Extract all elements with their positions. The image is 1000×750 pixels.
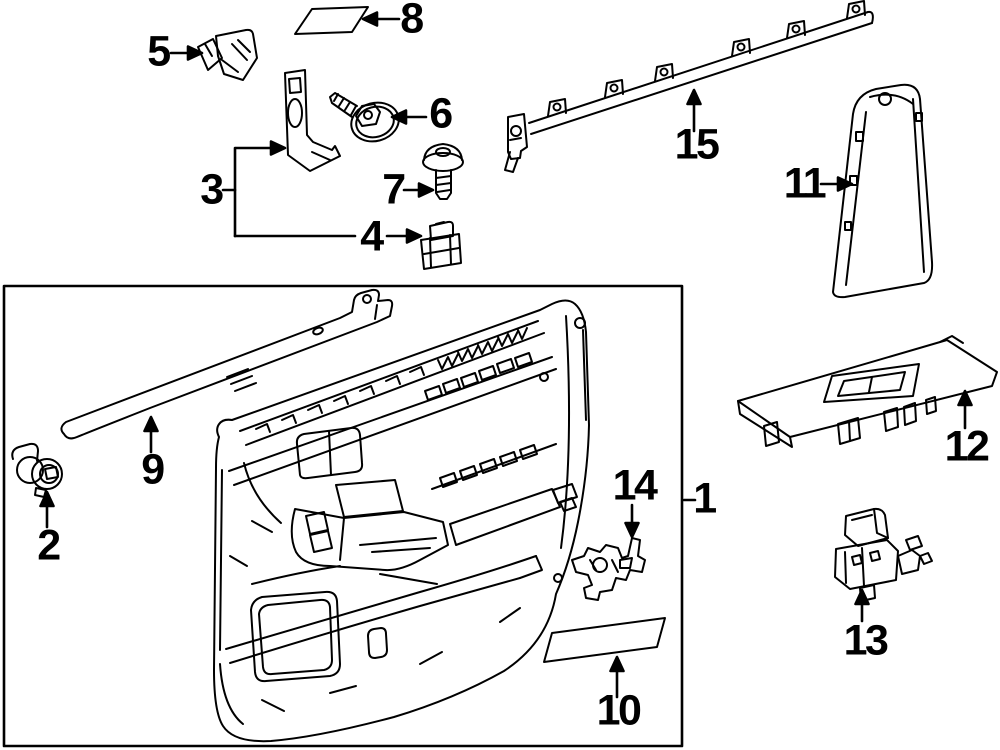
part-label-3: 3 bbox=[200, 165, 224, 214]
arrow-7 bbox=[402, 182, 435, 198]
arrow-12 bbox=[957, 389, 973, 430]
part-label-1: 1 bbox=[693, 474, 717, 523]
part-label-7: 7 bbox=[382, 165, 406, 214]
arrow-15 bbox=[686, 88, 702, 133]
part-label-12: 12 bbox=[944, 422, 990, 471]
part-label-2: 2 bbox=[37, 521, 61, 570]
part-10-pad bbox=[543, 617, 666, 663]
arrow-8 bbox=[361, 11, 401, 27]
callout-arrows bbox=[39, 11, 973, 699]
part-6-screw bbox=[329, 92, 400, 143]
part-14-bracket bbox=[571, 537, 646, 601]
part-label-5: 5 bbox=[147, 27, 171, 76]
arrow-2 bbox=[39, 490, 55, 529]
part-7-screw bbox=[422, 143, 464, 200]
part-15-retainer-strip bbox=[504, 0, 874, 173]
part-label-11: 11 bbox=[783, 159, 827, 208]
part-12-switch-bezel bbox=[737, 335, 998, 448]
door-trim-panel bbox=[213, 299, 590, 743]
arrow-4 bbox=[385, 228, 423, 244]
part-5-clip bbox=[197, 28, 258, 81]
part-label-15: 15 bbox=[674, 120, 720, 169]
part-13-window-switch bbox=[834, 507, 933, 602]
part-label-13: 13 bbox=[843, 616, 889, 665]
part-1-group-box bbox=[2, 284, 697, 748]
part-8-pad bbox=[294, 6, 369, 35]
part-3-bracket bbox=[284, 69, 341, 172]
part-label-9: 9 bbox=[141, 445, 165, 494]
part-label-4: 4 bbox=[360, 212, 384, 261]
arrow-5 bbox=[169, 45, 204, 61]
arrow-14 bbox=[624, 503, 640, 539]
arrow-13 bbox=[854, 588, 870, 623]
part-label-14: 14 bbox=[612, 461, 658, 510]
part-label-10: 10 bbox=[596, 686, 642, 735]
arrow-3 bbox=[221, 140, 357, 238]
part-9-sill-trim-strip bbox=[60, 288, 394, 440]
arrow-10 bbox=[609, 655, 625, 699]
part-4-clip bbox=[420, 220, 462, 270]
part-label-8: 8 bbox=[400, 0, 424, 43]
part-11-sail-garnish bbox=[832, 83, 934, 299]
part-label-6: 6 bbox=[429, 89, 453, 138]
part-2-clip bbox=[11, 442, 63, 498]
arrow-11 bbox=[819, 176, 854, 192]
arrow-6 bbox=[390, 109, 428, 125]
arrow-9 bbox=[143, 415, 159, 454]
